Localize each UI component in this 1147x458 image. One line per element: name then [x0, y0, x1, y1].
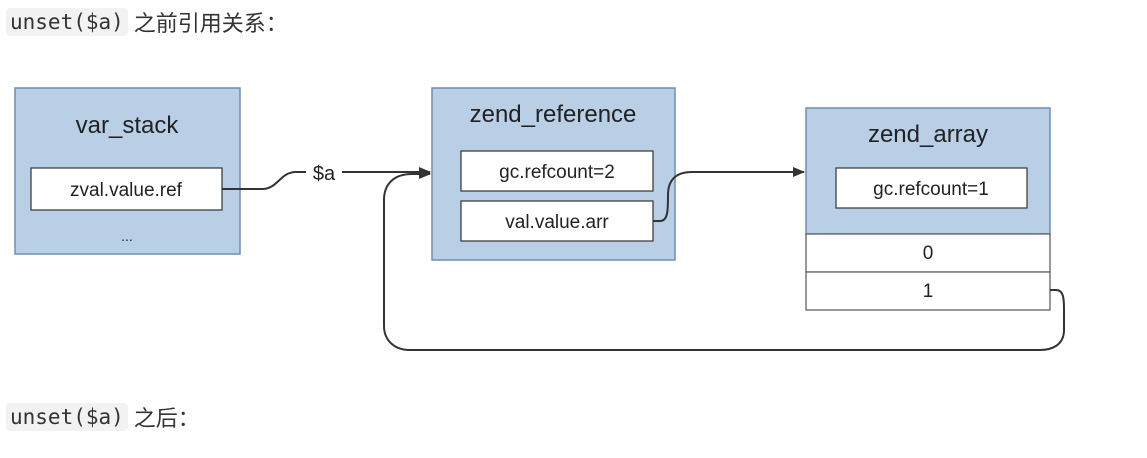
zend-reference-title: zend_reference: [470, 101, 637, 128]
zend-array-title: zend_array: [868, 121, 988, 148]
inline-code: unset($a): [6, 403, 128, 431]
zend-reference-arr-field: [460, 200, 654, 242]
var-stack-ellipsis: ...: [121, 228, 133, 244]
after-heading: unset($a) 之后：: [6, 401, 200, 433]
inline-code: unset($a): [6, 8, 128, 36]
zend-array-row-0-label: 0: [923, 243, 934, 264]
arrow-zend-array-loop-to-zend-reference: [383, 169, 1065, 351]
zend-reference-arr: val.value.arr: [505, 212, 609, 233]
zend-array-refcount-field: [835, 167, 1028, 209]
arrow-zend-reference-to-zend-array: [653, 167, 805, 222]
heading-text: 之前引用关系：: [133, 12, 288, 37]
zend-array-refcount: gc.refcount=1: [873, 179, 989, 200]
zend-array-box: zend_array gc.refcount=1 0 1: [805, 107, 1051, 311]
zend-reference-box: zend_reference gc.refcount=2 val.value.a…: [431, 87, 676, 261]
zend-array-row-1: [805, 271, 1051, 311]
zend-array-row-1-label: 1: [923, 281, 934, 302]
heading-text: 之后：: [133, 407, 200, 432]
zend-reference-refcount: gc.refcount=2: [499, 162, 615, 183]
var-stack-field-label: zval.value.ref: [70, 180, 183, 201]
connector-label: $a: [313, 163, 336, 185]
before-heading: unset($a) 之前引用关系：: [6, 6, 288, 38]
zend-array-row-0: [805, 233, 1051, 273]
var-stack-title: var_stack: [76, 112, 180, 139]
zend-reference-refcount-field: [460, 150, 654, 192]
arrow-var-stack-to-zend-reference: [222, 172, 430, 190]
var-stack-field: [30, 167, 223, 211]
var-stack-box: var_stack zval.value.ref ...: [14, 87, 241, 255]
